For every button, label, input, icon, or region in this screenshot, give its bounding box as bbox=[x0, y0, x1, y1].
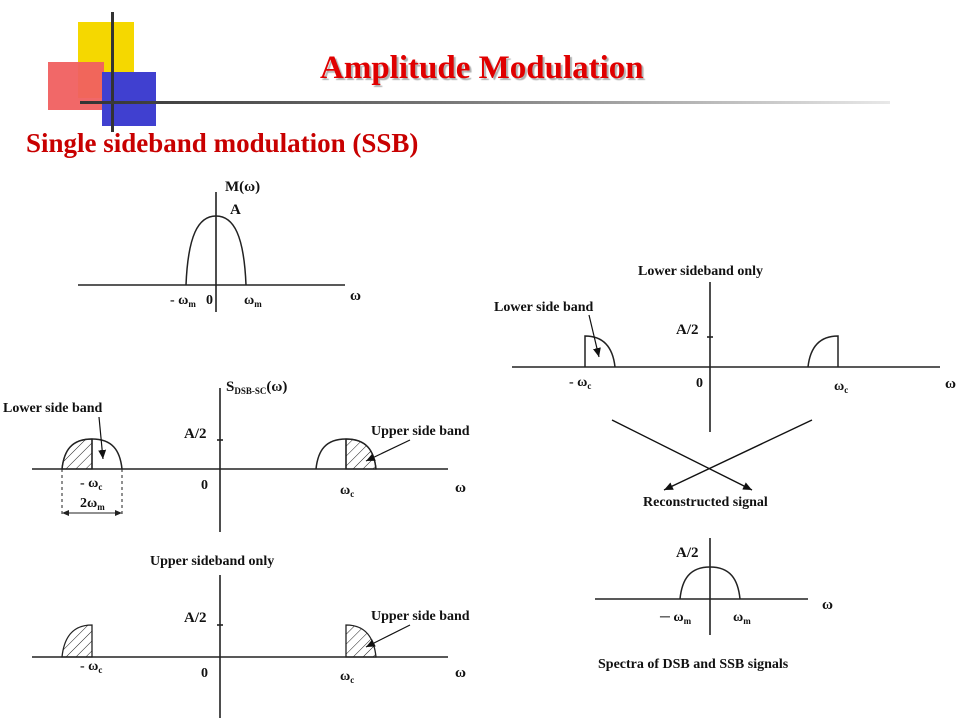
dsb-tick-pos: ω bbox=[340, 483, 350, 498]
dsb-tick-neg: - ω bbox=[80, 476, 98, 491]
lsb-title: Lower sideband only bbox=[638, 264, 763, 279]
rec-tick-pos-sub: m bbox=[743, 616, 751, 626]
msg-tick-pos: ω bbox=[244, 293, 254, 308]
svg-text:ωc: ωc bbox=[340, 669, 354, 685]
cross-arrow-right bbox=[663, 419, 813, 491]
usb-band-label: Upper side band bbox=[371, 609, 470, 624]
rec-tick-neg-sub: m bbox=[684, 616, 692, 626]
lsb-positive-band-curve bbox=[807, 335, 839, 368]
dsb-origin: 0 bbox=[201, 478, 208, 493]
dsb-bw-arrowhead-right bbox=[115, 510, 122, 516]
usb-positive-band-hatch bbox=[345, 624, 377, 658]
deco-horizontal-line bbox=[80, 101, 890, 104]
figure-caption: Spectra of DSB and SSB signals bbox=[598, 657, 789, 672]
msg-ylabel: M(ω) bbox=[225, 179, 260, 195]
usb-negative-band-hatch bbox=[61, 624, 93, 658]
dsb-ylabel: S bbox=[226, 379, 234, 395]
lsb-callout-line bbox=[588, 314, 601, 358]
dsb-lower-callout-line bbox=[98, 416, 107, 460]
usb-level-label: A/2 bbox=[184, 610, 207, 626]
svg-text:- ωc: - ωc bbox=[80, 659, 102, 675]
svg-text:- ωc: - ωc bbox=[569, 375, 591, 391]
dsb-tick-pos-sub: c bbox=[350, 489, 354, 499]
lsb-tick-neg: - ω bbox=[569, 375, 587, 390]
msg-tick-neg: - ω bbox=[170, 293, 188, 308]
dsb-bandwidth-label: 2ω bbox=[80, 496, 97, 511]
msg-tick-pos-sub: m bbox=[254, 299, 262, 309]
lsb-spectrum-plot: Lower sideband only Lower side band A/2 … bbox=[494, 264, 956, 432]
rec-tick-pos: ω bbox=[733, 610, 743, 625]
usb-tick-neg-sub: c bbox=[98, 665, 102, 675]
usb-callout-line bbox=[365, 624, 411, 648]
message-spectrum-plot: M(ω) A ω - ωm 0 ωm bbox=[78, 179, 361, 312]
lsb-negative-band-curve bbox=[584, 335, 616, 368]
dsb-bandwidth-sub: m bbox=[97, 502, 105, 512]
svg-text:SDSB-SC(ω): SDSB-SC(ω) bbox=[226, 379, 287, 396]
svg-text:- ωm: - ωm bbox=[170, 293, 196, 309]
usb-origin: 0 bbox=[201, 666, 208, 681]
msg-xlabel: ω bbox=[350, 288, 361, 304]
lsb-tick-neg-sub: c bbox=[587, 381, 591, 391]
svg-text:- ωc: - ωc bbox=[80, 476, 102, 492]
deco-vertical-line bbox=[111, 12, 114, 132]
usb-spectrum-plot: Upper sideband only A/2 0 ω - ωc ωc Uppe… bbox=[32, 554, 470, 718]
lsb-tick-pos-sub: c bbox=[844, 385, 848, 395]
dsb-lower-sideband-hatch bbox=[61, 438, 93, 470]
dsb-spectrum-plot: SDSB-SC(ω) A/2 0 ω - ωc ωc 2ωm Lower sid… bbox=[3, 379, 470, 532]
dsb-upper-callout-line bbox=[365, 439, 411, 462]
usb-tick-pos-sub: c bbox=[350, 675, 354, 685]
dsb-bw-arrowhead-left bbox=[62, 510, 69, 516]
msg-origin: 0 bbox=[206, 293, 213, 308]
reconstructed-plot: Reconstructed signal A/2 ω ─ ωm ωm bbox=[595, 495, 833, 635]
msg-spectrum-curve bbox=[185, 215, 247, 286]
page-title: Amplitude Modulation bbox=[320, 50, 644, 86]
svg-text:ωc: ωc bbox=[340, 483, 354, 499]
lsb-band-label: Lower side band bbox=[494, 300, 594, 315]
usb-tick-neg: - ω bbox=[80, 659, 98, 674]
usb-title: Upper sideband only bbox=[150, 554, 274, 569]
lsb-origin: 0 bbox=[696, 376, 703, 391]
svg-text:2ωm: 2ωm bbox=[80, 496, 105, 512]
usb-xlabel: ω bbox=[455, 665, 466, 681]
reconstructed-title: Reconstructed signal bbox=[643, 495, 768, 510]
rec-tick-neg: ─ ω bbox=[659, 610, 684, 625]
svg-text:─ ωm: ─ ωm bbox=[659, 610, 692, 626]
rec-xlabel: ω bbox=[822, 597, 833, 613]
lsb-tick-pos: ω bbox=[834, 379, 844, 394]
svg-text:ωc: ωc bbox=[834, 379, 848, 395]
msg-peak-label: A bbox=[230, 202, 241, 218]
page-subtitle: Single sideband modulation (SSB) bbox=[26, 128, 419, 158]
rec-spectrum-curve bbox=[679, 566, 741, 600]
svg-text:ωm: ωm bbox=[244, 293, 262, 309]
dsb-ylabel-sub: DSB-SC bbox=[234, 386, 266, 396]
dsb-tick-neg-sub: c bbox=[98, 482, 102, 492]
dsb-upper-band-label: Upper side band bbox=[371, 424, 470, 439]
cross-arrow-left bbox=[611, 419, 753, 491]
usb-tick-pos: ω bbox=[340, 669, 350, 684]
msg-tick-neg-sub: m bbox=[188, 299, 196, 309]
lsb-xlabel: ω bbox=[945, 376, 956, 392]
dsb-ylabel-arg: (ω) bbox=[266, 379, 287, 395]
dsb-upper-sideband-hatch bbox=[345, 438, 377, 470]
dsb-lower-band-label: Lower side band bbox=[3, 401, 103, 416]
dsb-xlabel: ω bbox=[455, 480, 466, 496]
dsb-level-label: A/2 bbox=[184, 426, 207, 442]
svg-text:ωm: ωm bbox=[733, 610, 751, 626]
lsb-level-label: A/2 bbox=[676, 322, 699, 338]
rec-level-label: A/2 bbox=[676, 545, 699, 561]
